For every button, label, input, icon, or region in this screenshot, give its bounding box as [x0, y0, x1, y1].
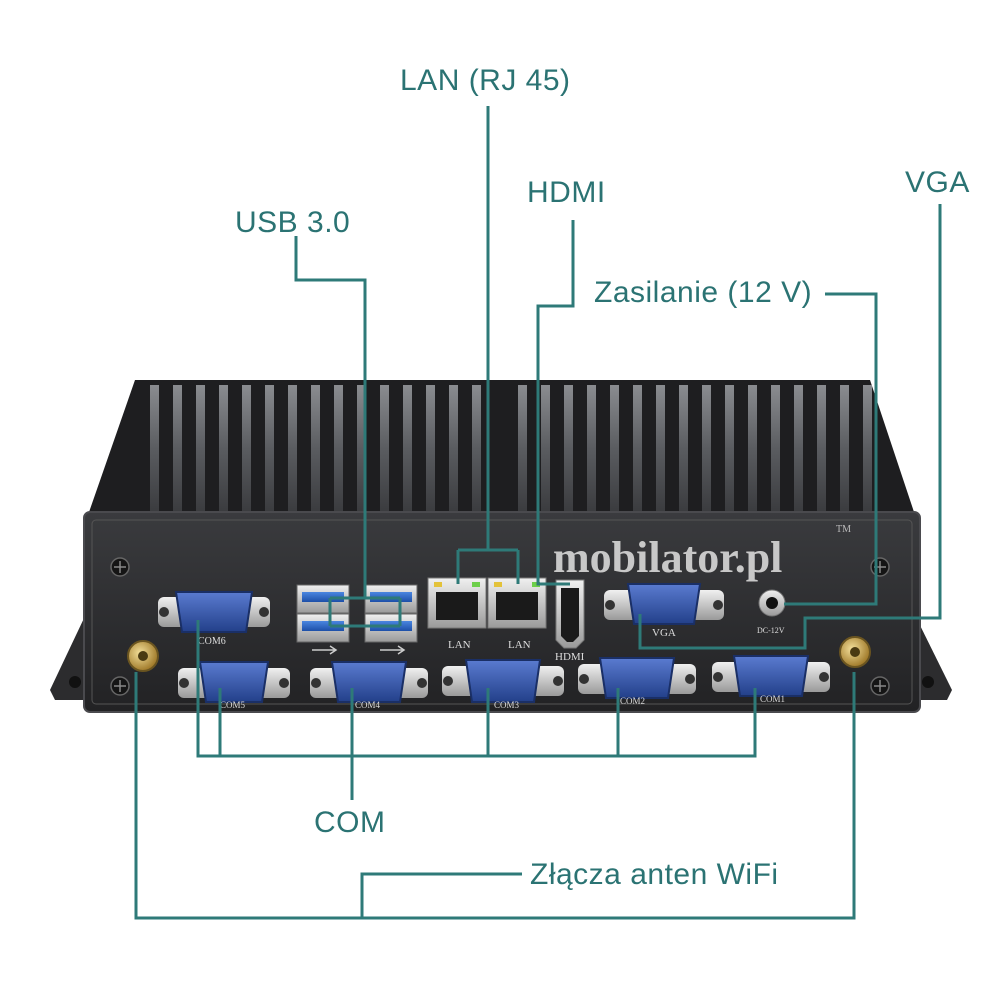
usb-symbol-icon — [380, 645, 406, 655]
com1-label: COM1 — [760, 694, 785, 704]
trademark-mark: TM — [836, 524, 851, 535]
callout-usb: USB 3.0 — [235, 206, 351, 239]
callout-hdmi: HDMI — [527, 176, 606, 209]
com3-label: COM3 — [494, 700, 520, 710]
vga-port: VGA — [604, 583, 724, 639]
callout-lan: LAN (RJ 45) — [400, 64, 571, 97]
vga-port-label: VGA — [652, 627, 676, 639]
brand-logo-text: mobilator.pl — [553, 533, 782, 582]
heatsink-fins — [88, 380, 915, 515]
brand-logo: mobilator.pl TM — [553, 524, 851, 582]
dc-power-jack: DC-12V — [757, 589, 786, 635]
com1-port: COM1 — [712, 655, 830, 704]
callout-power: Zasilanie (12 V) — [594, 276, 813, 309]
dc-label: DC-12V — [757, 626, 785, 635]
leader-line-vga — [638, 204, 942, 650]
com5-label: COM5 — [220, 700, 246, 710]
leader-line-com — [196, 620, 757, 800]
leader-line-usb — [294, 236, 402, 628]
callout-wifi: Złącza anten WiFi — [530, 858, 779, 891]
leader-line-wifi — [134, 672, 856, 920]
com5-port: COM5 — [178, 661, 290, 710]
callout-com: COM — [314, 806, 386, 839]
wifi-antenna-left — [127, 640, 159, 672]
lan1-label: LAN — [448, 639, 471, 651]
com3-port: COM3 — [442, 659, 564, 710]
leader-line-hdmi — [536, 220, 575, 586]
usb-symbol-icon — [312, 645, 338, 655]
hdmi-port: HDMI — [555, 579, 585, 663]
callout-vga: VGA — [905, 166, 970, 199]
lan2-label: LAN — [508, 639, 531, 651]
leader-line-power — [784, 292, 878, 606]
com2-label: COM2 — [620, 696, 645, 706]
com6-port: COM6 — [158, 591, 270, 647]
leader-lines — [134, 106, 942, 920]
com4-label: COM4 — [355, 700, 381, 710]
wifi-antenna-right — [839, 636, 871, 668]
lan-ports: LAN LAN — [427, 577, 547, 651]
hdmi-label: HDMI — [555, 651, 585, 663]
panel-screws — [110, 557, 890, 696]
leader-line-lan — [456, 106, 520, 584]
com6-label: COM6 — [198, 636, 226, 647]
